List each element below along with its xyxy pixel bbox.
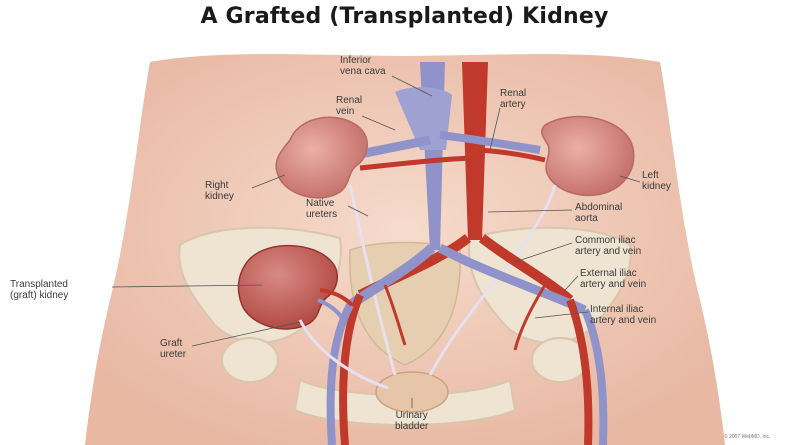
copyright-credit: © 2007 WebMD, Inc. [724, 434, 770, 440]
right-hip-joint [222, 338, 278, 382]
left-kidney [542, 117, 634, 196]
label-transplanted-kidney: Transplanted(graft) kidney [10, 279, 68, 301]
